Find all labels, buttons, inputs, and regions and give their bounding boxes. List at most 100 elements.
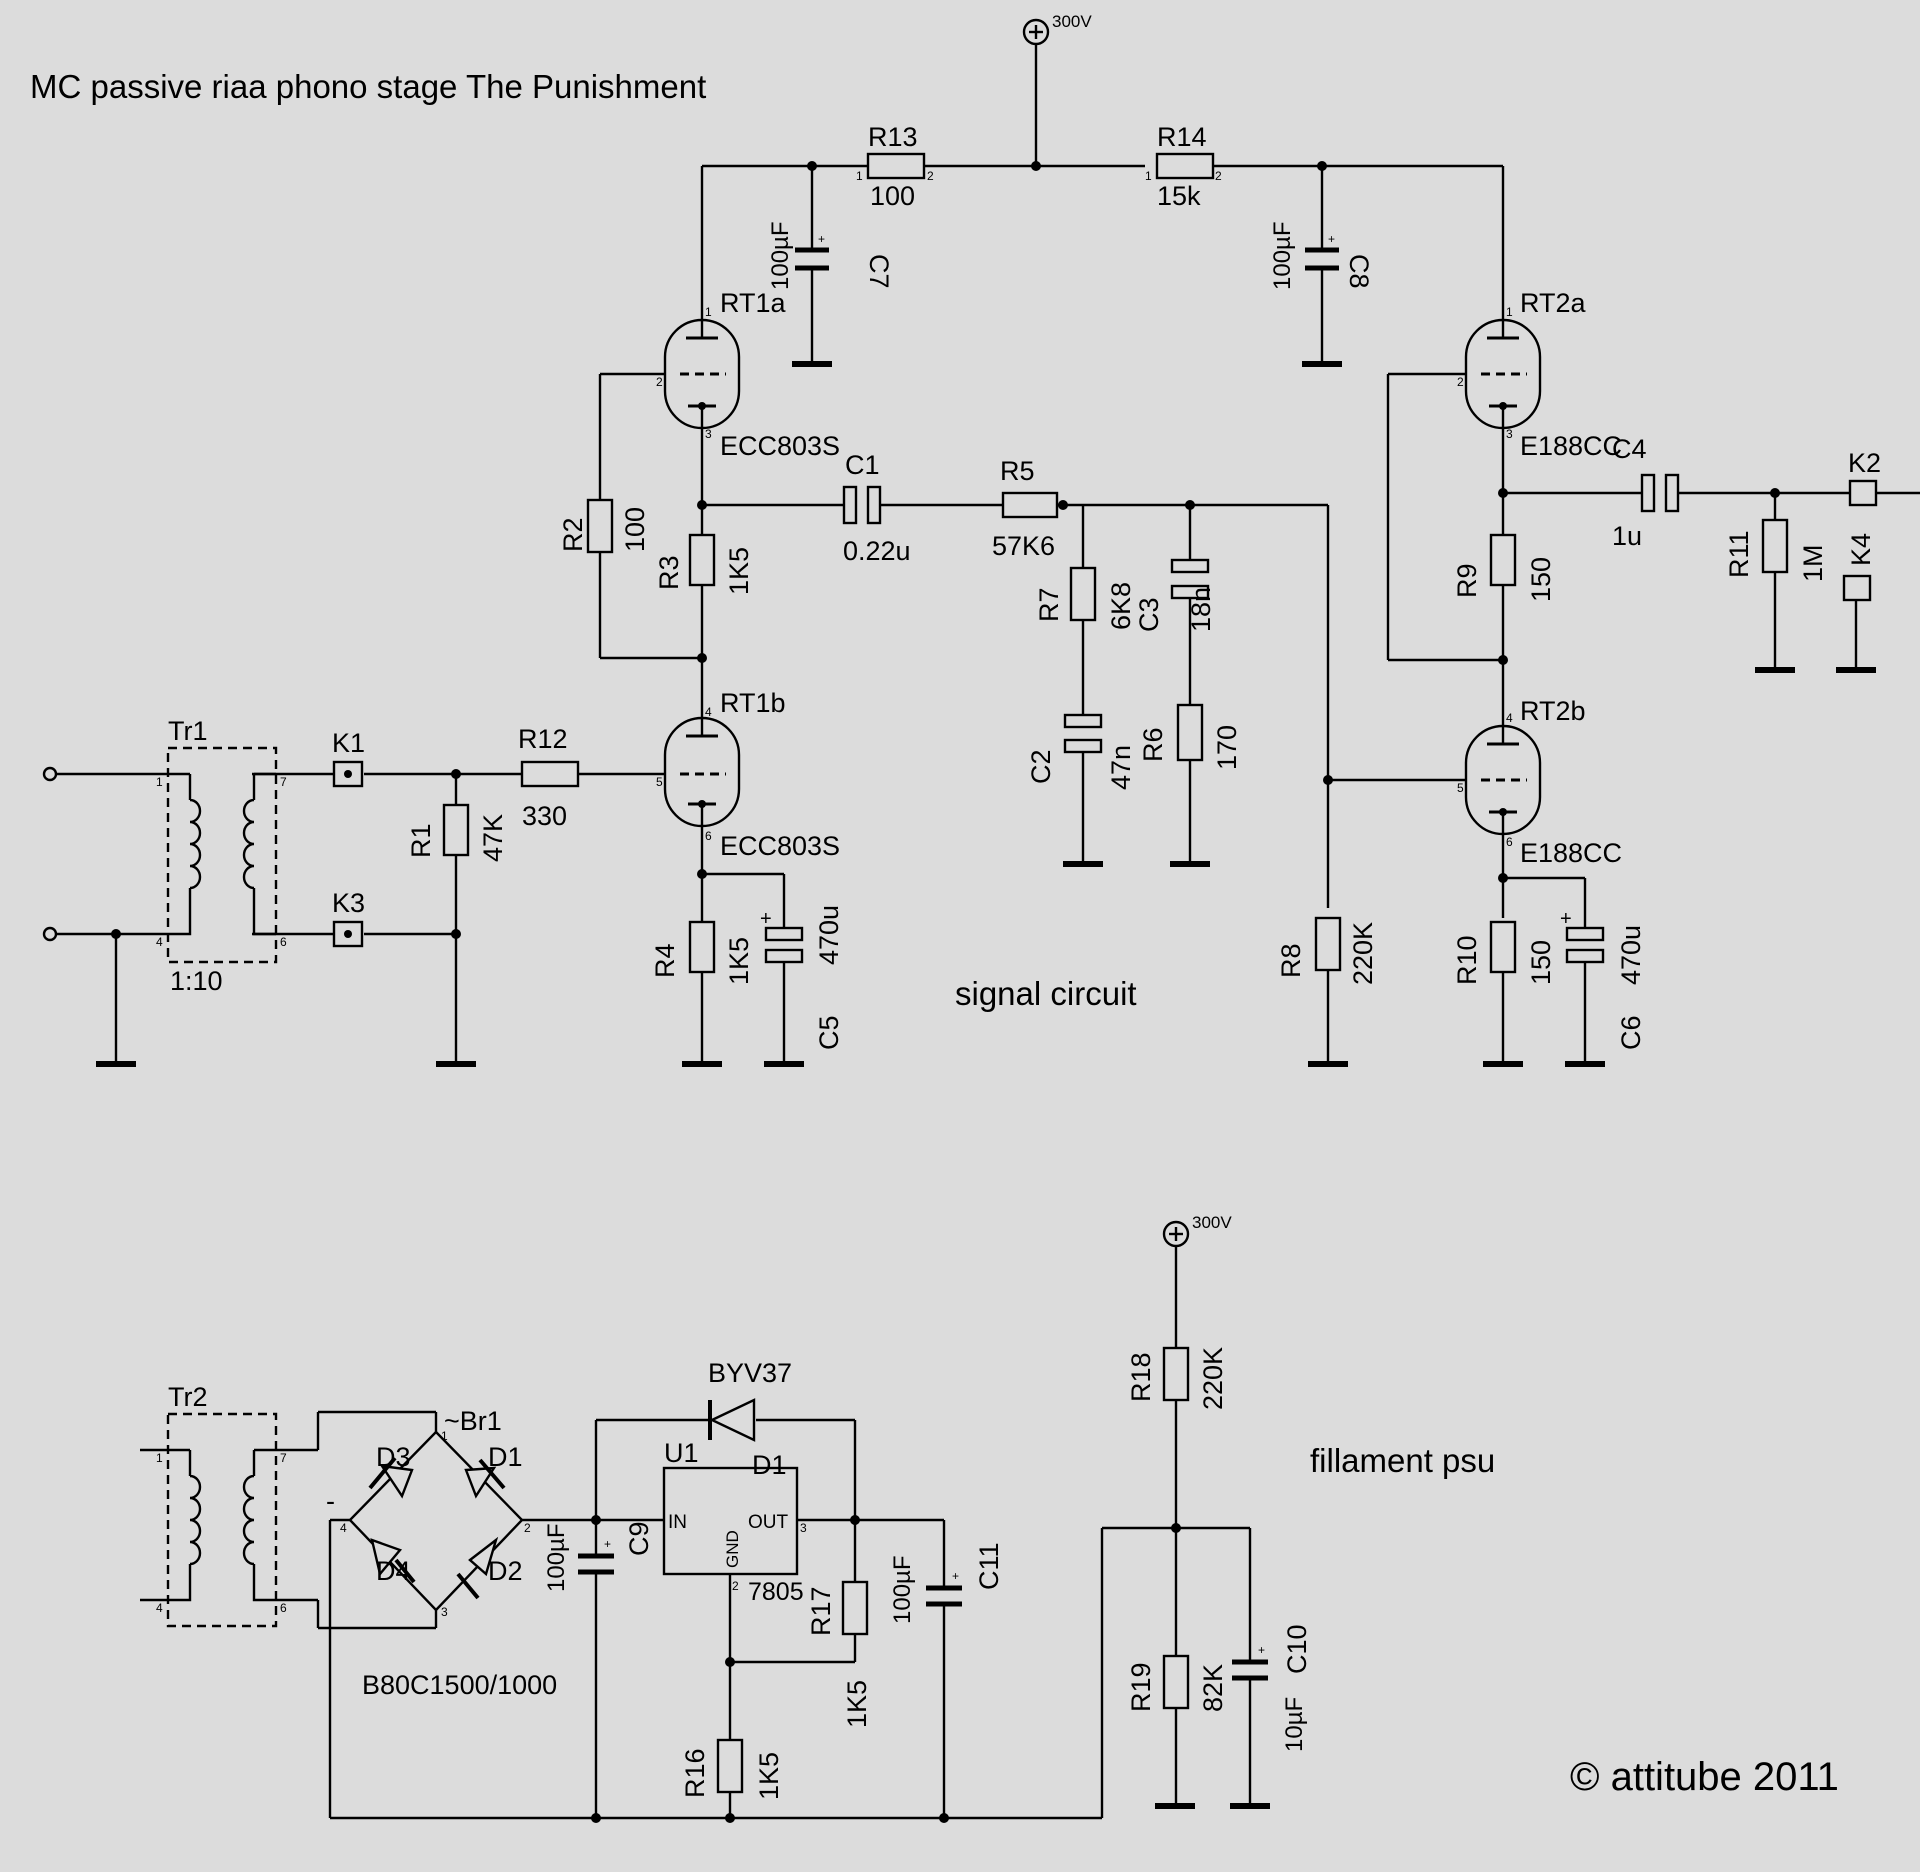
r2-ref: R2 xyxy=(558,517,588,552)
svg-text:4: 4 xyxy=(156,1601,163,1615)
terminal-k1 xyxy=(332,760,364,788)
r9-ref: R9 xyxy=(1452,563,1482,598)
br1-ref: ~Br1 xyxy=(444,1406,502,1436)
c1-value: 0.22u xyxy=(843,536,911,566)
resistor-r2 xyxy=(586,498,614,554)
r13-ref: R13 xyxy=(868,122,918,152)
d3-ref: D3 xyxy=(376,1442,411,1472)
section-label-psu: fillament psu xyxy=(1310,1442,1495,1479)
resistor-r9 xyxy=(1489,533,1517,587)
svg-text:+: + xyxy=(1258,1643,1265,1657)
r4-value: 1K5 xyxy=(724,937,754,985)
k1-ref: K1 xyxy=(332,728,365,758)
r16-value: 1K5 xyxy=(754,1752,784,1800)
svg-text:3: 3 xyxy=(705,427,712,441)
r8-value: 220K xyxy=(1348,922,1378,985)
capacitor-c5: + xyxy=(760,908,804,964)
rt2a-value: E188CC xyxy=(1520,431,1622,461)
c3-ref: C3 xyxy=(1134,597,1164,632)
svg-text:7: 7 xyxy=(280,775,287,789)
svg-text:1: 1 xyxy=(856,169,863,183)
rt1b-value: ECC803S xyxy=(720,831,840,861)
resistor-r1 xyxy=(442,803,470,857)
resistor-r11 xyxy=(1761,518,1789,574)
c2-ref: C2 xyxy=(1026,749,1056,784)
r4-ref: R4 xyxy=(650,943,680,978)
c4-value: 1u xyxy=(1612,521,1642,551)
svg-text:3: 3 xyxy=(441,1605,448,1619)
resistor-r10 xyxy=(1489,920,1517,974)
copyright-text: © attitube 2011 xyxy=(1570,1755,1839,1799)
transformer-tr2 xyxy=(166,1412,278,1628)
psu-wires xyxy=(140,1246,1252,1820)
terminal-k3 xyxy=(332,920,364,948)
svg-text:6: 6 xyxy=(1506,835,1513,849)
r1-ref: R1 xyxy=(406,823,436,858)
resistor-r8 xyxy=(1314,916,1342,972)
r17-ref: R17 xyxy=(806,1586,836,1636)
resistor-r4 xyxy=(688,920,716,974)
rt1a-ref: RT1a xyxy=(720,288,787,318)
c11-ref: C11 xyxy=(974,1542,1004,1590)
supply-symbol-psu: 300V xyxy=(1162,1213,1232,1248)
rt2a-ref: RT2a xyxy=(1520,288,1587,318)
supply-label-top: 300V xyxy=(1052,12,1092,31)
r11-ref: R11 xyxy=(1724,530,1754,578)
resistor-r17 xyxy=(841,1580,869,1636)
transformer-tr1 xyxy=(166,746,278,964)
r3-ref: R3 xyxy=(654,555,684,590)
capacitor-c2 xyxy=(1063,713,1103,754)
diode-byv37 xyxy=(708,1398,756,1442)
r14-ref: R14 xyxy=(1157,122,1207,152)
r5-ref: R5 xyxy=(1000,456,1035,486)
svg-text:4: 4 xyxy=(1506,711,1513,725)
d1-ref: D1 xyxy=(488,1442,523,1472)
junction-dots xyxy=(111,161,1780,939)
r6-value: 170 xyxy=(1212,725,1242,770)
pin-numbers: 1 2 1 2 1 2 3 4 5 6 1 2 3 4 5 6 1 4 7 6 … xyxy=(156,169,1513,1619)
svg-text:1: 1 xyxy=(156,775,163,789)
k4-ref: K4 xyxy=(1846,533,1876,566)
r14-value: 15k xyxy=(1157,181,1201,211)
svg-text:7: 7 xyxy=(280,1451,287,1465)
c6-ref: C6 xyxy=(1616,1015,1646,1050)
r17-value: 1K5 xyxy=(842,1680,872,1728)
tube-rt2b xyxy=(1464,712,1542,836)
d2-ref: D2 xyxy=(488,1556,523,1586)
br1-value: B80C1500/1000 xyxy=(362,1670,557,1700)
c7-value: 100µF xyxy=(767,221,794,290)
supply-symbol-top: 300V xyxy=(1022,12,1092,46)
svg-text:1: 1 xyxy=(1145,169,1152,183)
svg-text:5: 5 xyxy=(1457,781,1464,795)
svg-text:6: 6 xyxy=(280,1601,287,1615)
svg-text:4: 4 xyxy=(156,935,163,949)
r18-value: 220K xyxy=(1198,1347,1228,1410)
c6-value: 470u xyxy=(1616,925,1646,985)
resistor-r19 xyxy=(1162,1654,1190,1710)
svg-text:2: 2 xyxy=(732,1579,739,1593)
u1-in-label: IN xyxy=(668,1512,687,1533)
tr1-value: 1:10 xyxy=(170,966,223,996)
tube-rt1b xyxy=(663,705,741,828)
svg-text:2: 2 xyxy=(1215,169,1222,183)
capacitor-c1 xyxy=(842,485,882,525)
resistor-r16 xyxy=(716,1738,744,1794)
capacitor-c8: + xyxy=(1305,232,1339,271)
d4-ref: D4 xyxy=(376,1556,411,1586)
r5-value: 57K6 xyxy=(992,531,1055,561)
c11-value: 100µF xyxy=(889,1555,916,1624)
c8-value: 100µF xyxy=(1269,221,1296,290)
u1-gnd-label: GND xyxy=(723,1530,742,1568)
svg-text:6: 6 xyxy=(705,829,712,843)
section-label-signal: signal circuit xyxy=(955,975,1137,1012)
regulator-u1: IN OUT GND xyxy=(662,1466,799,1576)
signal-wires xyxy=(52,40,1920,1062)
r19-ref: R19 xyxy=(1126,1662,1156,1712)
svg-text:3: 3 xyxy=(800,1521,807,1535)
r1-value: 47K xyxy=(478,814,508,862)
svg-text:1: 1 xyxy=(705,305,712,319)
capacitor-c9: + xyxy=(578,1537,614,1575)
tube-rt1a xyxy=(663,318,741,430)
r10-ref: R10 xyxy=(1452,935,1482,985)
c7-ref: C7 xyxy=(864,254,894,289)
